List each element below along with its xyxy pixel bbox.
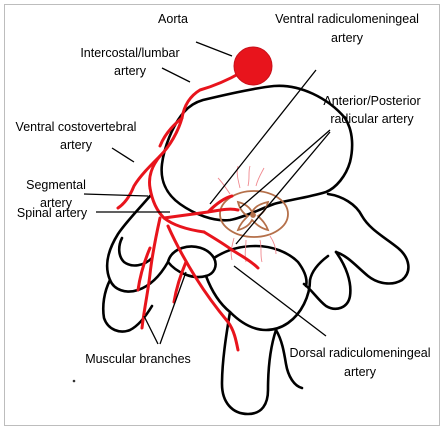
label-dorsal-radiculomeningeal-line2: artery (344, 365, 377, 379)
stray-dot (73, 380, 76, 383)
muscular-branch-1 (142, 218, 160, 328)
label-intercostal-lumbar-line2: artery (114, 64, 147, 78)
leader-ventral-radiculomeningeal (210, 70, 316, 204)
label-ventral-costovertebral-line2: artery (60, 138, 93, 152)
leader-muscular-1 (144, 316, 158, 344)
right-transverse-process (328, 194, 408, 283)
label-intercostal-lumbar-line1: Intercostal/lumbar (80, 46, 179, 60)
labels: Aorta Intercostal/lumbar artery Ventral … (16, 12, 431, 379)
label-muscular-branches: Muscular branches (85, 352, 191, 366)
aorta-cross-section (234, 47, 272, 85)
leader-intercostal (162, 68, 190, 82)
intercostal-lumbar-artery (149, 72, 242, 188)
label-aorta: Aorta (158, 12, 188, 26)
label-anterior-posterior-radicular-line1: Anterior/Posterior (323, 94, 420, 108)
leader-segmental (84, 194, 148, 196)
arteries (118, 72, 258, 350)
label-ventral-costovertebral-line1: Ventral costovertebral (16, 120, 137, 134)
central-canal (251, 213, 255, 217)
leader-ventral-costovertebral (112, 148, 134, 162)
leader-muscular-2 (160, 272, 186, 344)
label-segmental-line1: Segmental (26, 178, 86, 192)
label-ventral-radiculomeningeal-line2: artery (331, 31, 364, 45)
label-dorsal-radiculomeningeal-line1: Dorsal radiculomeningeal (289, 346, 430, 360)
label-ventral-radiculomeningeal-line1: Ventral radiculomeningeal (275, 12, 419, 26)
label-spinal-artery: Spinal artery (17, 206, 88, 220)
label-anterior-posterior-radicular-line2: radicular artery (330, 112, 414, 126)
leader-anterior-radicular (240, 130, 330, 208)
leader-aorta (196, 42, 232, 56)
vertebral-canal-outline (214, 246, 307, 286)
